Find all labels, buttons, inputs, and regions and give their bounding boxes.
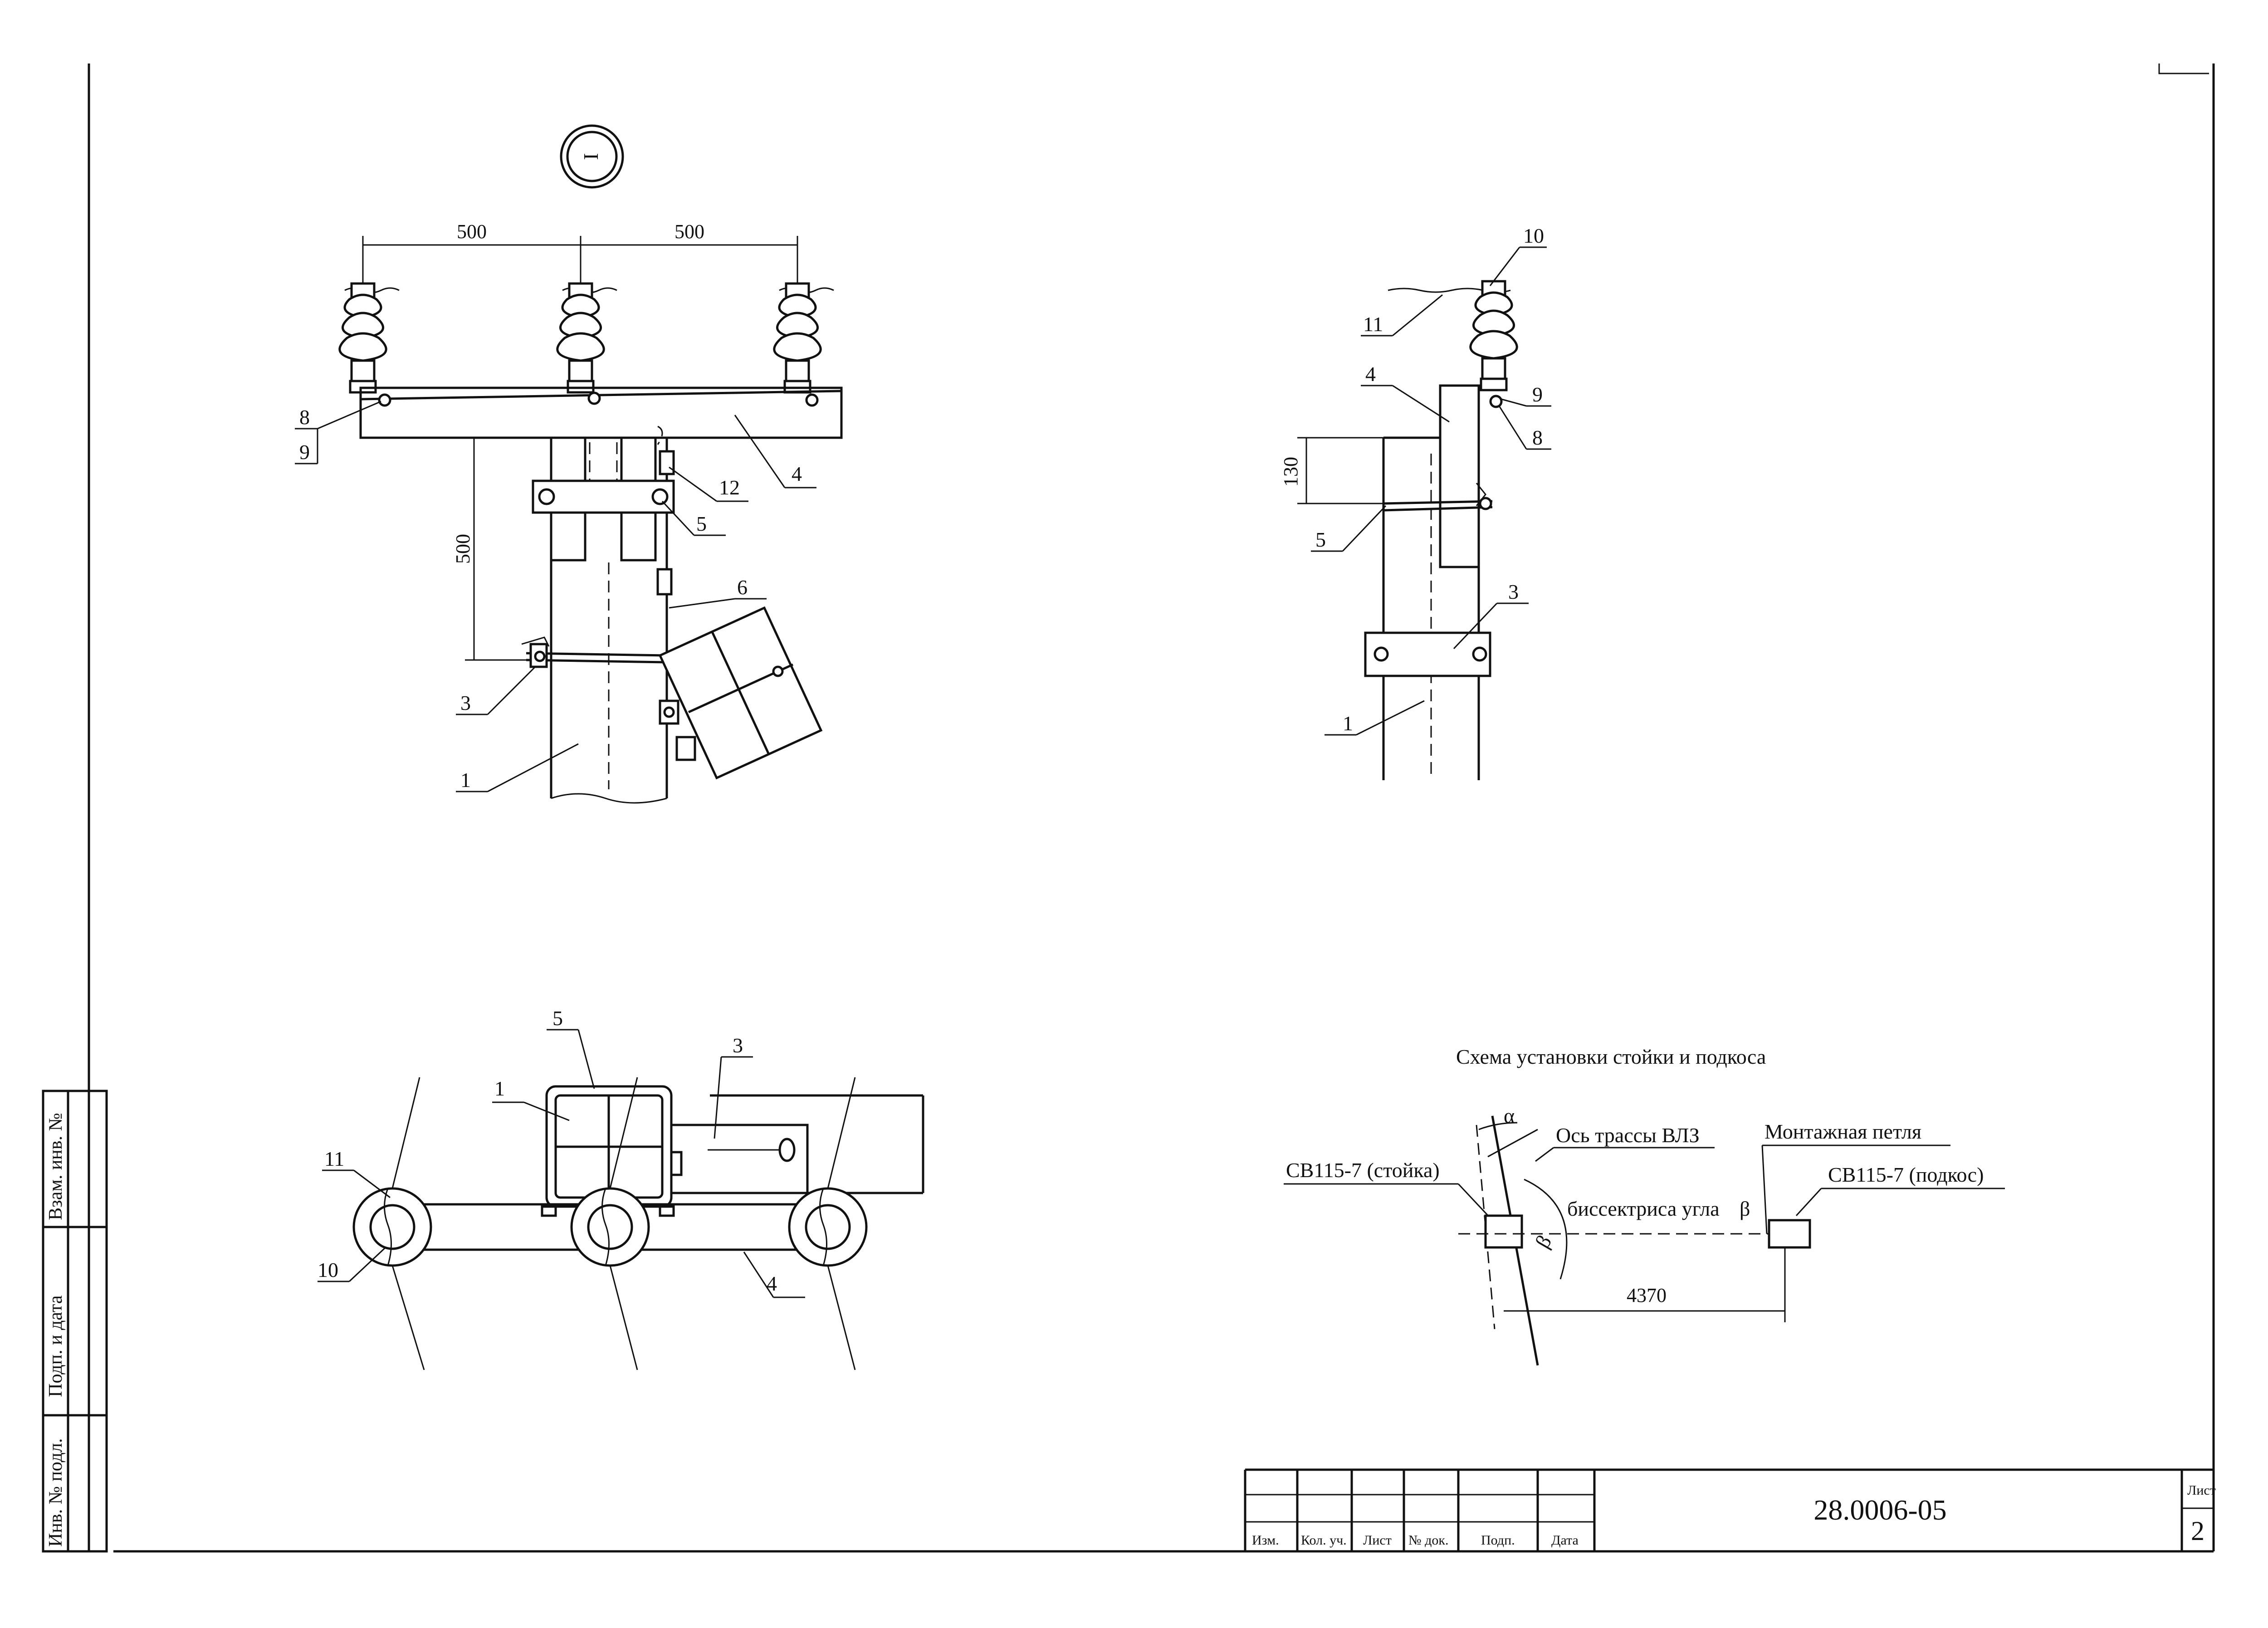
dim-distance: 4370 bbox=[1627, 1284, 1667, 1306]
header-count: Кол. уч. bbox=[1301, 1533, 1347, 1548]
insulator-right bbox=[773, 282, 822, 394]
callout-1-plan: 1 bbox=[494, 1077, 505, 1100]
plan-view: 5 3 1 11 10 4 bbox=[318, 1007, 924, 1370]
dimension-130: 130 bbox=[1280, 437, 1383, 504]
callout-12: 12 bbox=[719, 476, 740, 499]
view-marker-label: I bbox=[580, 153, 603, 160]
callout-3-plan: 3 bbox=[733, 1034, 743, 1057]
header-sheet: Лист bbox=[1363, 1533, 1392, 1548]
axis-label: Ось трассы ВЛЗ bbox=[1556, 1124, 1700, 1147]
callout-4-plan: 4 bbox=[767, 1272, 777, 1295]
callout-10-plan: 10 bbox=[318, 1258, 338, 1281]
document-code: 28.0006-05 bbox=[1813, 1494, 1946, 1526]
callout-9: 9 bbox=[299, 440, 310, 464]
side-stamp-signature-field: Подп. и дата bbox=[45, 1295, 66, 1397]
callout-5-side: 5 bbox=[1315, 528, 1326, 551]
sheet-frame bbox=[88, 64, 2215, 1553]
crossarm bbox=[359, 386, 843, 439]
insulator-center bbox=[556, 282, 605, 394]
callout-1: 1 bbox=[460, 768, 471, 792]
bisector-label: биссектриса угла bbox=[1567, 1197, 1720, 1220]
dimension-500-500: 500 500 bbox=[362, 220, 798, 290]
side-insulator bbox=[1469, 280, 1518, 408]
brace-label: СВ115-7 (подкос) bbox=[1828, 1163, 1984, 1186]
installation-scheme: Схема установки стойки и подкоса Ось тра… bbox=[1284, 1045, 2005, 1366]
front-view-callouts: 8 9 12 4 5 6 3 1 bbox=[295, 401, 816, 792]
side-stamp-inventory-field: Инв. № подл. bbox=[45, 1438, 66, 1547]
sheet-label: Лист bbox=[2187, 1483, 2216, 1498]
plan-view-callouts: 5 3 1 11 10 4 bbox=[318, 1007, 805, 1298]
callout-8-side: 8 bbox=[1532, 426, 1543, 449]
side-view: 130 10 11 4 9 8 5 3 1 bbox=[1280, 224, 1551, 780]
header-doc-number: № док. bbox=[1408, 1533, 1448, 1548]
callout-1-side: 1 bbox=[1343, 712, 1353, 735]
post-label: СВ115-7 (стойка) bbox=[1286, 1159, 1440, 1182]
callout-5: 5 bbox=[696, 512, 707, 535]
callout-8: 8 bbox=[299, 406, 310, 429]
callout-3-side: 3 bbox=[1508, 580, 1519, 603]
callout-4: 4 bbox=[792, 462, 802, 485]
dim-spacing-right: 500 bbox=[675, 220, 704, 243]
disconnector-box bbox=[658, 606, 823, 780]
front-view: 500 500 bbox=[295, 220, 843, 804]
title-block: Изм. Кол. уч. Лист № док. Подп. Дата 28.… bbox=[1244, 1468, 2216, 1551]
callout-9-side: 9 bbox=[1532, 383, 1543, 406]
callout-5-plan: 5 bbox=[552, 1007, 563, 1030]
dim-bracket-height: 500 bbox=[452, 534, 474, 564]
callout-11-plan: 11 bbox=[324, 1147, 344, 1170]
callout-4-side: 4 bbox=[1365, 362, 1376, 386]
callout-6: 6 bbox=[737, 576, 748, 599]
header-date: Дата bbox=[1551, 1533, 1579, 1548]
header-change: Изм. bbox=[1252, 1533, 1279, 1548]
side-stamp-replacement-field: Взам. инв. № bbox=[45, 1113, 66, 1220]
side-view-callouts: 10 11 4 9 8 5 3 1 bbox=[1311, 224, 1551, 736]
callout-3: 3 bbox=[460, 691, 471, 714]
loop-label: Монтажная петля bbox=[1765, 1120, 1921, 1143]
pole bbox=[521, 425, 675, 804]
beta-symbol: β bbox=[1740, 1197, 1750, 1220]
insulator-left bbox=[338, 282, 387, 394]
scheme-title: Схема установки стойки и подкоса bbox=[1456, 1045, 1766, 1068]
sheet-number: 2 bbox=[2191, 1516, 2204, 1546]
alpha-symbol: α bbox=[1504, 1104, 1515, 1127]
view-marker: I bbox=[560, 124, 624, 189]
callout-10: 10 bbox=[1523, 224, 1544, 247]
plan-insulators bbox=[352, 1187, 868, 1267]
header-signature: Подп. bbox=[1481, 1533, 1515, 1548]
dim-spacing-left: 500 bbox=[457, 220, 487, 243]
callout-11: 11 bbox=[1363, 313, 1383, 336]
dim-offset: 130 bbox=[1280, 457, 1302, 487]
side-stamp: Взам. инв. № Подп. и дата Инв. № подл. bbox=[42, 1090, 108, 1553]
dimension-500-vertical: 500 bbox=[452, 437, 551, 661]
